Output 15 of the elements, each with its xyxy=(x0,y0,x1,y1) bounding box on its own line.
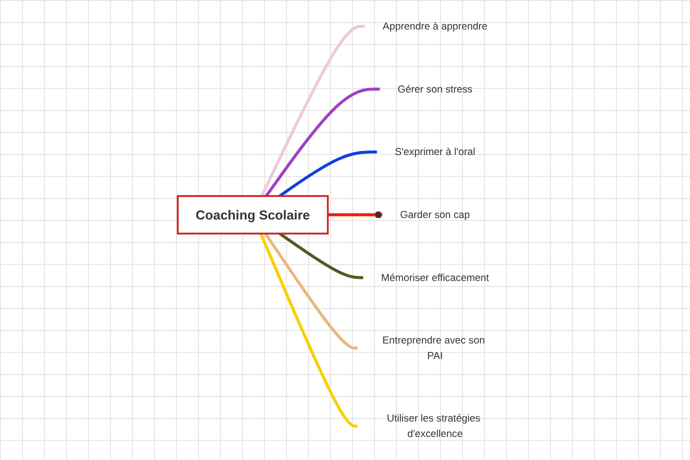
node-text: S'exprimer à l'oral xyxy=(394,146,476,158)
connector xyxy=(264,232,358,350)
connector xyxy=(278,232,364,280)
node-text: Entreprendre avec son PAI xyxy=(382,334,485,362)
connector xyxy=(260,24,365,197)
connector xyxy=(328,211,382,218)
node-text: Gérer son stress xyxy=(397,83,472,95)
node-text: Apprendre à apprendre xyxy=(382,20,488,32)
connector xyxy=(278,150,377,198)
node-box: Coaching Scolaire xyxy=(176,195,329,234)
connector xyxy=(264,88,380,197)
node-text: Mémoriser efficacement xyxy=(380,272,489,284)
node-text: Garder son cap xyxy=(400,209,470,220)
connector xyxy=(259,233,358,428)
node-text: Utiliser les stratégies d'excellence xyxy=(386,412,480,440)
